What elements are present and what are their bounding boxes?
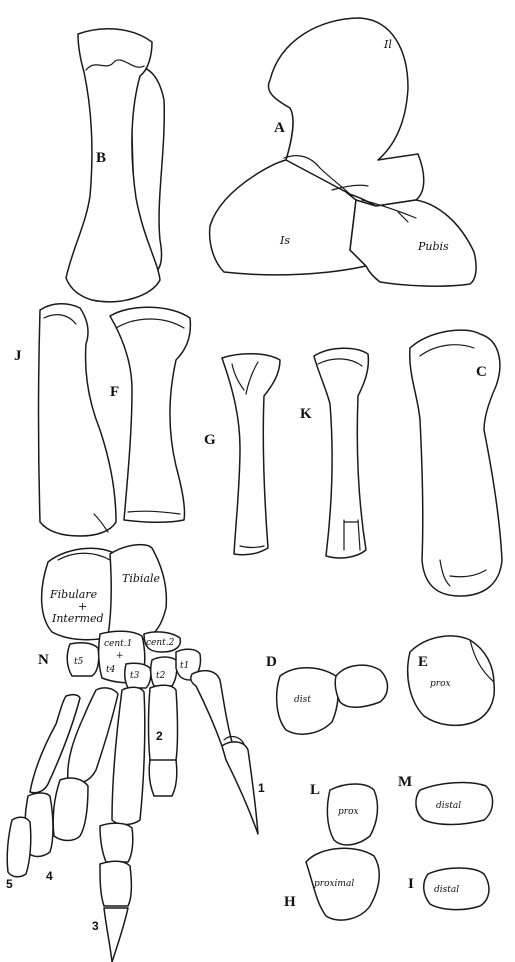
bone-e — [408, 636, 495, 725]
label-m-distal: distal — [436, 801, 461, 811]
label-n: N — [38, 652, 49, 668]
label-tibiale: Tibiale — [122, 572, 160, 585]
label-digit-2: 2 — [156, 729, 163, 743]
label-fibulare: Fibulare — [49, 588, 98, 601]
label-ischium: Is — [279, 234, 290, 247]
label-ilium: Il — [383, 38, 392, 51]
label-c: C — [476, 364, 487, 380]
label-b: B — [96, 150, 106, 166]
label-g: G — [204, 432, 216, 448]
label-h: H — [284, 894, 296, 910]
label-t2: t2 — [156, 671, 166, 681]
label-digit-3: 3 — [92, 919, 99, 933]
label-cent1: cent.1 — [104, 639, 132, 649]
label-pubis: Pubis — [417, 240, 449, 253]
label-digit-1: 1 — [258, 781, 265, 795]
bone-j — [39, 304, 117, 536]
label-d-dist: dist — [294, 695, 311, 705]
label-f: F — [110, 384, 119, 400]
bone-n-pes — [7, 545, 258, 962]
label-cent1-plus: + — [116, 651, 124, 661]
label-t4: t4 — [106, 665, 116, 675]
bone-f — [110, 307, 190, 522]
label-e: E — [418, 654, 428, 670]
label-m: M — [398, 774, 412, 790]
label-h-proximal: proximal — [314, 879, 354, 889]
bone-g — [222, 354, 280, 555]
label-digit-5: 5 — [6, 877, 13, 891]
label-intermedium: Intermed — [51, 612, 104, 625]
label-e-prox: prox — [430, 679, 451, 689]
label-d: D — [266, 654, 277, 670]
label-i-distal: distal — [434, 885, 459, 895]
label-k: K — [300, 406, 312, 422]
label-i: I — [408, 876, 414, 892]
label-l: L — [310, 782, 320, 798]
label-a: A — [274, 120, 285, 136]
label-t1: t1 — [180, 661, 189, 671]
label-t5: t5 — [74, 657, 84, 667]
label-l-prox: prox — [338, 807, 359, 817]
bone-b-femur — [66, 29, 164, 302]
label-j: J — [14, 348, 22, 364]
bone-c — [410, 330, 502, 596]
label-digit-4: 4 — [46, 869, 53, 883]
label-t3: t3 — [130, 671, 140, 681]
label-cent2: cent.2 — [146, 638, 175, 648]
bone-k — [314, 348, 368, 558]
